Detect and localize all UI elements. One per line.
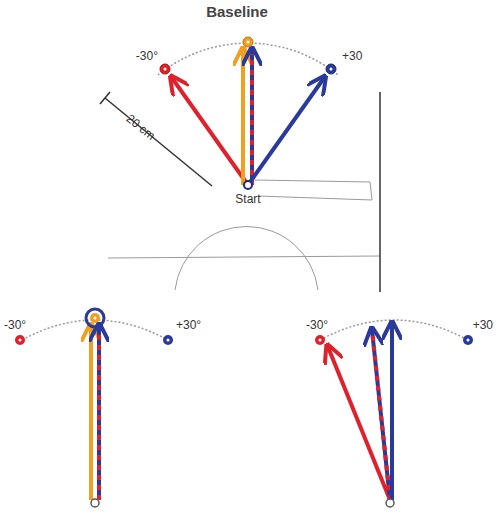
- angle-label: +30: [342, 50, 362, 63]
- angle-label: +30: [473, 319, 493, 332]
- angle-label: -30°: [306, 319, 328, 332]
- start-label: Start: [235, 193, 260, 206]
- angle-label: +30°: [176, 319, 201, 332]
- angle-label: -30°: [4, 319, 26, 332]
- angle-label: -30°: [136, 50, 158, 63]
- panel-title: Baseline: [206, 4, 268, 21]
- dimension-label: 20 cm: [123, 113, 157, 144]
